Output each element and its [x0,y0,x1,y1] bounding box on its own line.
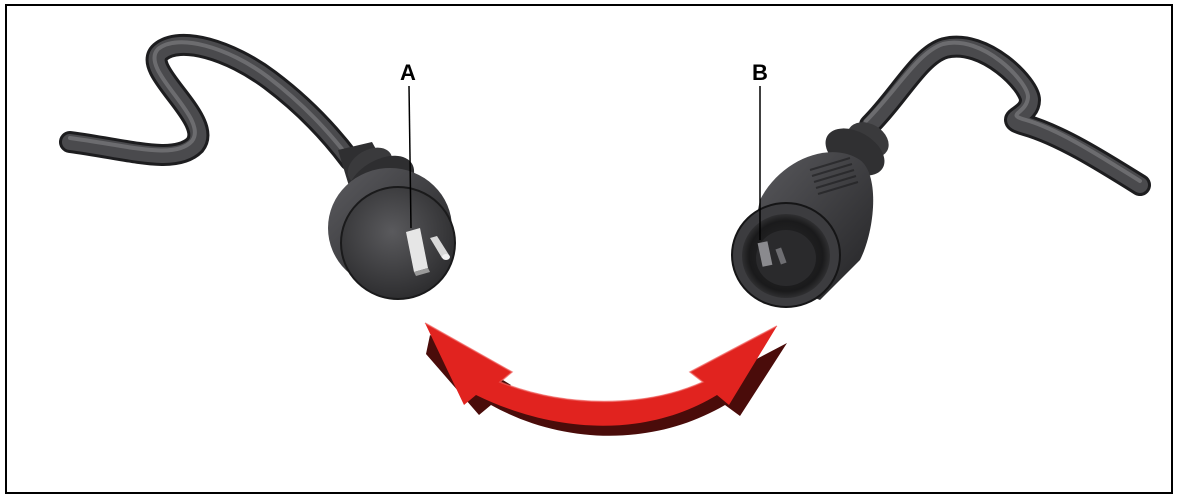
grip-texture [809,157,859,195]
callout-label-a: A [400,60,416,85]
swap-arrow [424,322,787,436]
callout-label-b: B [752,60,768,85]
connector-illustration [59,33,1151,436]
socket-b [731,122,889,308]
round-pin [430,236,450,260]
plug-a [328,142,456,300]
flat-pin [406,228,430,276]
callout-line-a [408,85,412,229]
socket-slot [757,241,787,267]
